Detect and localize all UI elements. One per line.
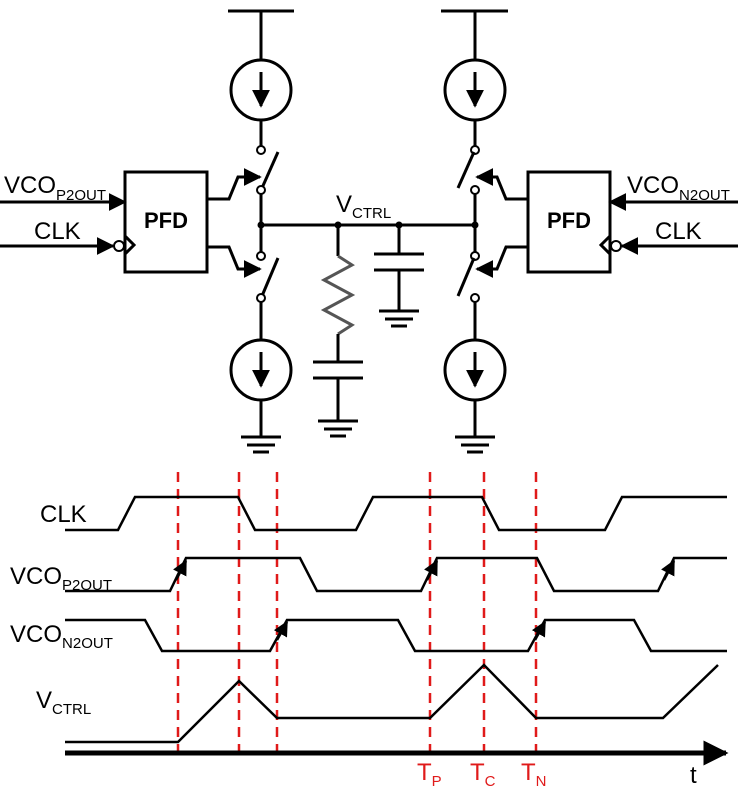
left-pfd-label: PFD <box>144 208 188 233</box>
filter-ground-icon <box>318 419 358 438</box>
clk-waveform <box>65 495 727 532</box>
loop-filter-resistor <box>320 254 356 336</box>
left-pfd: PFD VCOP2OUT CLK <box>0 168 262 278</box>
right-pfd-label: PFD <box>547 208 591 233</box>
left-bottom-current-source-icon <box>229 338 293 402</box>
left-ground-icon <box>241 435 281 454</box>
right-bottom-current-source-icon <box>443 338 507 402</box>
left-top-switch-icon <box>260 151 280 189</box>
vcop-waveform <box>65 556 727 593</box>
vcon-edge-arrow-1 <box>273 620 289 641</box>
left-pfd-up-wire <box>207 168 262 201</box>
svg-text:TN: TN <box>521 759 547 790</box>
vcon-waveform <box>65 618 727 653</box>
svg-text:VCOP2OUT: VCOP2OUT <box>10 563 112 594</box>
right-charge-pump <box>441 9 508 454</box>
right-pfd-up-wire <box>475 168 528 201</box>
time-axis-label: t <box>690 762 697 789</box>
svg-text:TC: TC <box>470 759 496 790</box>
vctrl-waveform <box>65 663 719 744</box>
vcop-edge-arrow-2 <box>424 559 439 581</box>
left-charge-pump <box>228 9 294 454</box>
right-ground-icon <box>455 435 495 454</box>
shunt-ground-icon <box>379 309 419 328</box>
svg-text:VCTRL: VCTRL <box>336 191 391 222</box>
svg-text:TP: TP <box>417 759 442 790</box>
vcon-edge-arrow-2 <box>531 620 547 641</box>
left-top-current-source-icon <box>229 58 293 122</box>
svg-text:VCTRL: VCTRL <box>36 687 91 718</box>
left-clk-input-label: CLK <box>34 218 81 245</box>
timing-diagram: CLK VCOP2OUT VCON2OUT VCTRL t TP TC TN <box>10 472 729 790</box>
svg-text:VCOP2OUT: VCOP2OUT <box>4 172 106 204</box>
right-pfd: PFD VCON2OUT CLK <box>475 168 738 278</box>
right-pfd-down-wire <box>475 245 528 278</box>
vcop-edge-arrow-1 <box>173 559 188 581</box>
right-top-switch-icon <box>456 151 476 189</box>
svg-text:VCON2OUT: VCON2OUT <box>10 621 113 652</box>
vctrl-node: VCTRL <box>261 191 475 438</box>
left-bottom-switch-icon <box>260 257 280 297</box>
svg-text:VCON2OUT: VCON2OUT <box>627 172 730 204</box>
vcop-edge-arrow-3 <box>661 559 676 581</box>
left-clk-invert-bubble <box>113 240 125 252</box>
right-clk-invert-bubble <box>610 240 622 252</box>
right-clk-input-label: CLK <box>655 218 702 245</box>
left-pfd-down-wire <box>207 245 262 278</box>
timing-clk-label: CLK <box>40 501 87 528</box>
right-bottom-switch-icon <box>456 257 476 297</box>
right-top-current-source-icon <box>443 58 507 122</box>
